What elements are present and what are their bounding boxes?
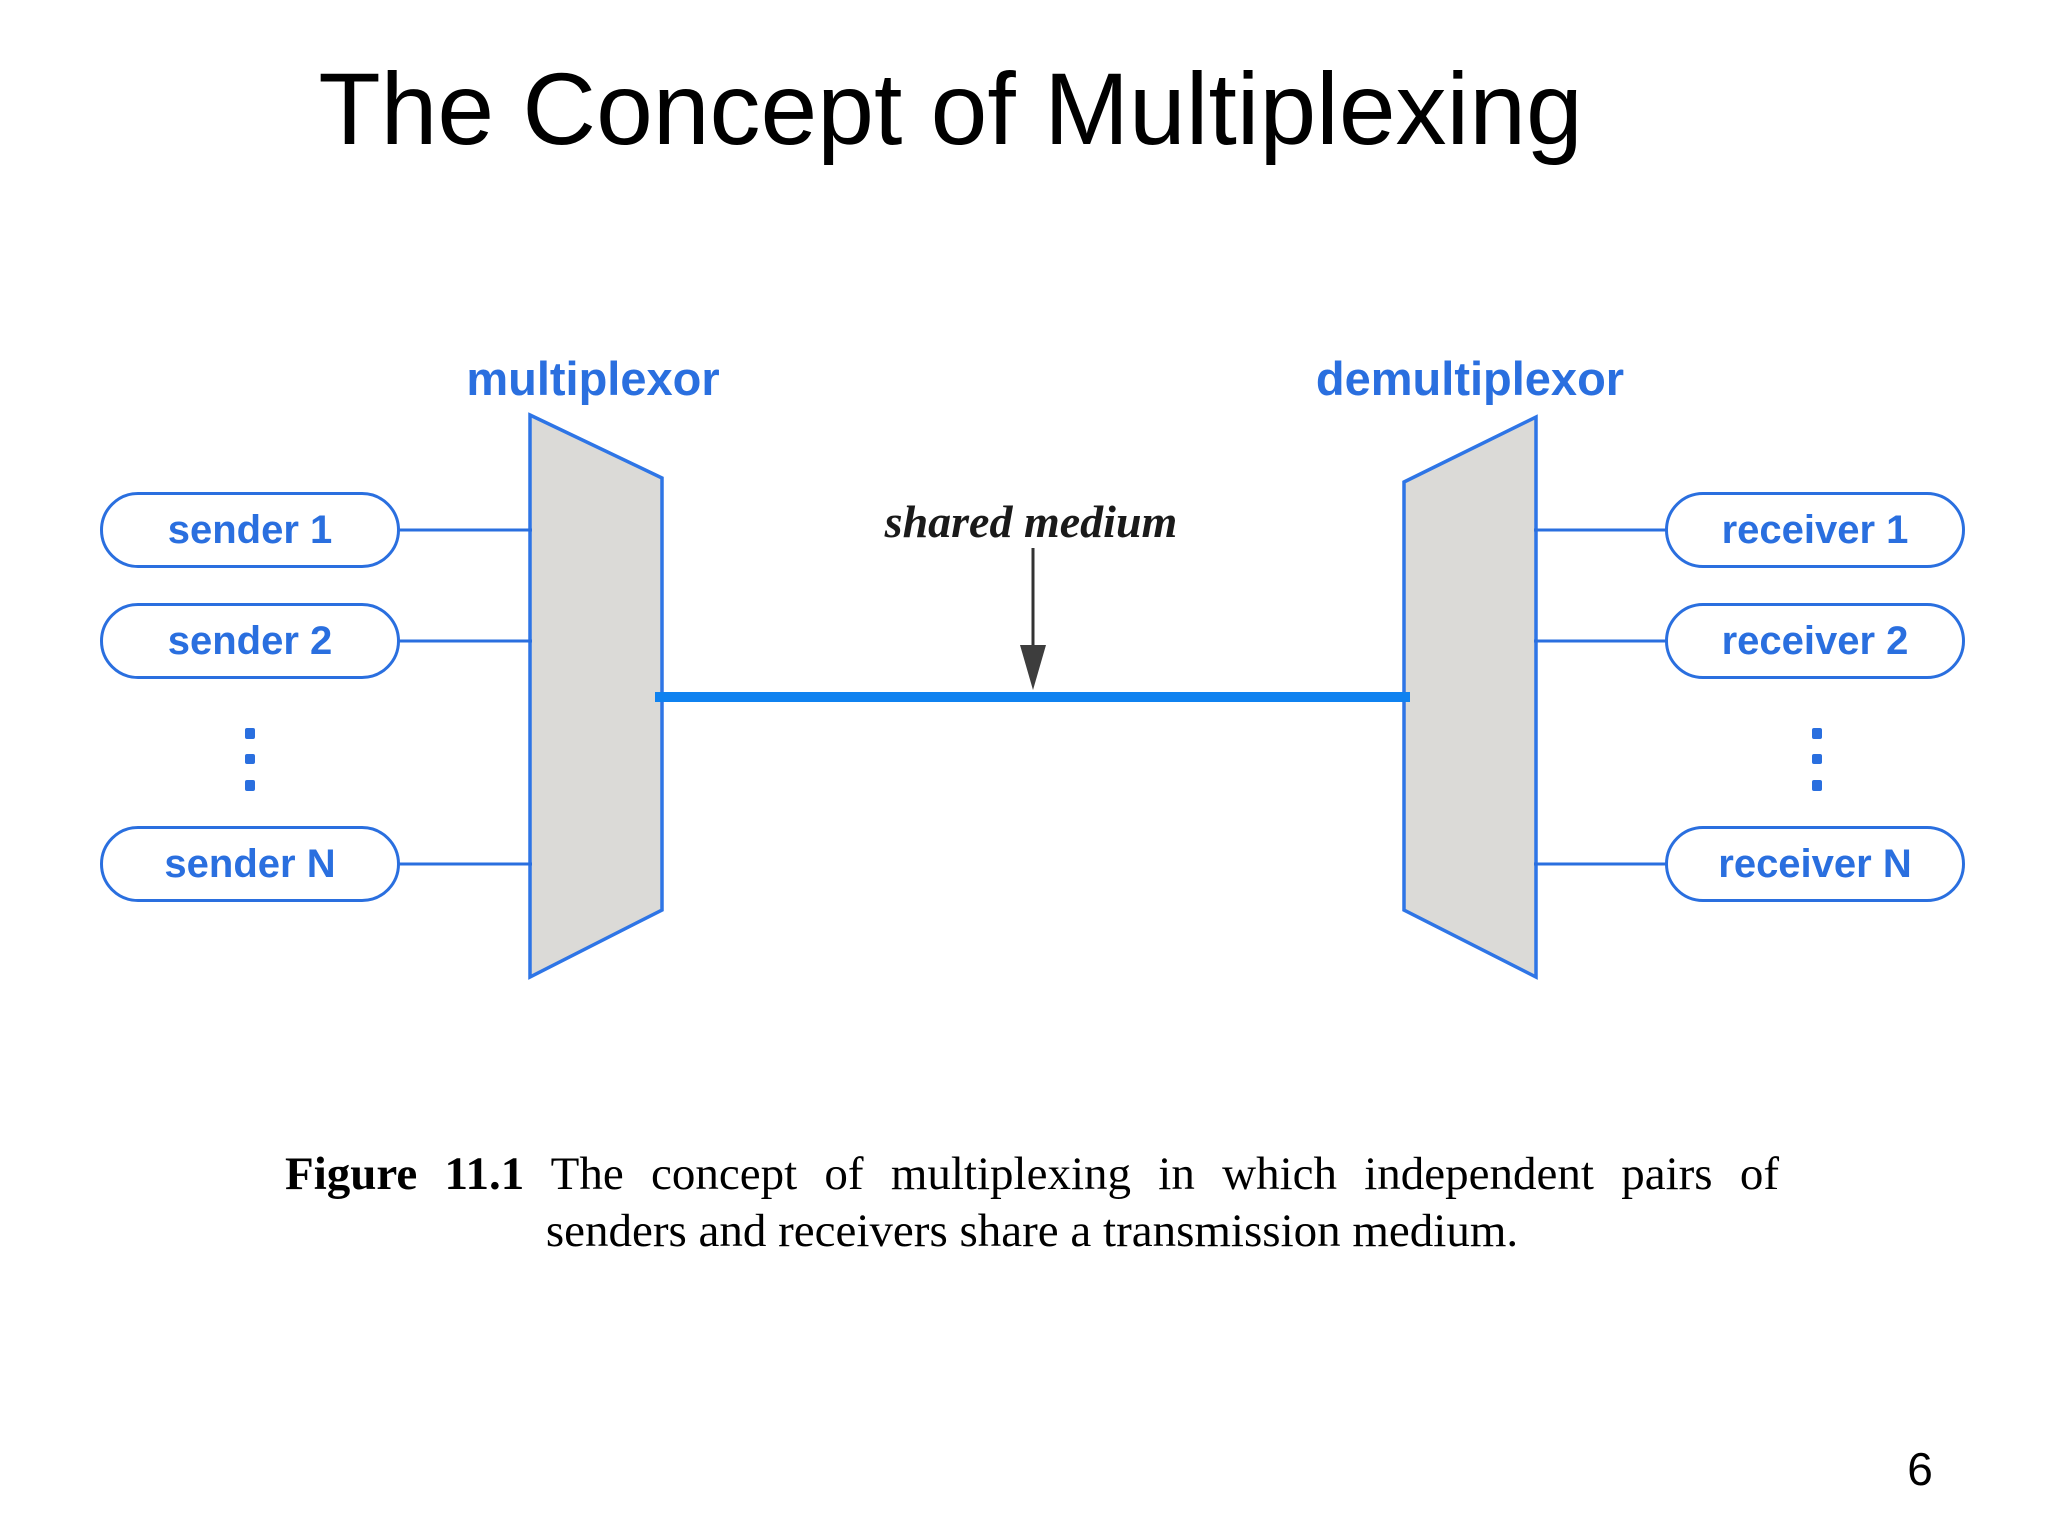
page-title-text: The Concept of Multiplexing (318, 52, 1583, 166)
sender-n-label: sender N (164, 841, 336, 886)
sender-1-label: sender 1 (167, 507, 333, 552)
receiver-2-label: receiver 2 (1721, 618, 1909, 663)
caption-line-1: Figure 11.1 The concept of multiplexing … (285, 1146, 1779, 1203)
sender-1-node: sender 1 (100, 492, 400, 568)
receiver-n-node: receiver N (1665, 826, 1965, 902)
page-title: The Concept of Multiplexing (0, 58, 1901, 160)
page-number: 6 (1907, 1443, 1933, 1495)
sender-2-label: sender 2 (167, 618, 333, 663)
down-arrow-icon (1020, 645, 1046, 690)
demultiplexor-label: demultiplexor (1315, 352, 1625, 405)
multiplexor-trapezoid (528, 412, 664, 980)
vertical-ellipsis-right-icon (1812, 728, 1822, 791)
caption-figure-label: Figure 11.1 (285, 1148, 525, 1200)
caption-line-2: senders and receivers share a transmissi… (545, 1205, 1519, 1257)
multiplexor-label: multiplexor (466, 352, 720, 405)
receiver-n-label: receiver N (1718, 841, 1912, 886)
receiver-1-node: receiver 1 (1665, 492, 1965, 568)
receiver-2-node: receiver 2 (1665, 603, 1965, 679)
sender-n-node: sender N (100, 826, 400, 902)
vertical-ellipsis-left-icon (245, 728, 255, 791)
shared-medium-label: shared medium (884, 496, 1178, 547)
caption-line-1-text: The concept of multiplexing in which ind… (550, 1148, 1780, 1200)
figure-caption: Figure 11.1 The concept of multiplexing … (285, 1146, 1779, 1260)
receiver-1-label: receiver 1 (1721, 507, 1909, 552)
sender-2-node: sender 2 (100, 603, 400, 679)
demultiplexor-trapezoid (1402, 414, 1538, 980)
